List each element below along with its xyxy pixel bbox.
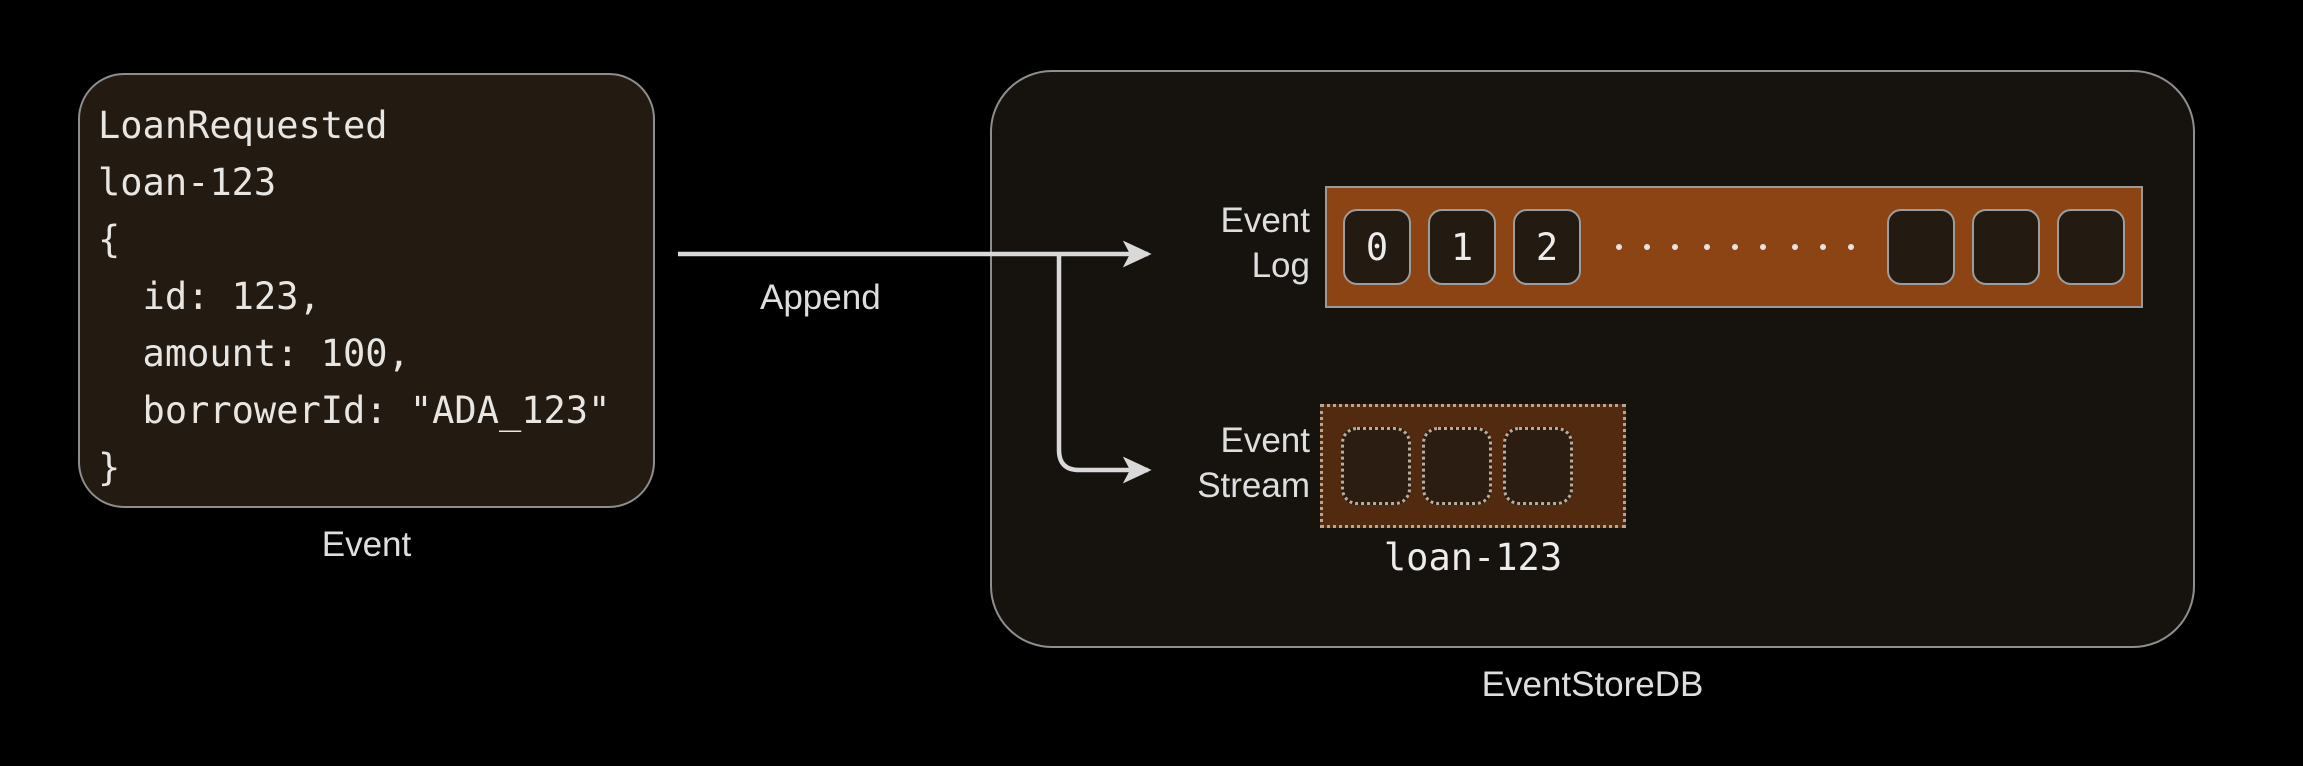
- event-log-label: Event Log: [1220, 201, 1311, 285]
- ellipsis-dot: [1792, 244, 1798, 250]
- event-log-cell-empty[interactable]: [1972, 209, 2040, 285]
- event-stream-cell[interactable]: [1341, 427, 1411, 505]
- event-log-trailing-cells: [1887, 209, 2125, 285]
- ellipsis-dot: [1616, 244, 1622, 250]
- event-payload-code: LoanRequested loan-123 { id: 123, amount…: [98, 104, 611, 489]
- event-stream-box: [1320, 404, 1626, 528]
- event-card-caption: Event: [321, 525, 412, 564]
- ellipsis-dot: [1704, 244, 1710, 250]
- event-log-cell-empty[interactable]: [2057, 209, 2125, 285]
- event-log-cell[interactable]: 0: [1343, 209, 1411, 285]
- event-log-cell-empty[interactable]: [1887, 209, 1955, 285]
- ellipsis-dot: [1732, 244, 1738, 250]
- ellipsis-dot: [1644, 244, 1650, 250]
- ellipsis-dot: [1672, 244, 1678, 250]
- ellipsis-dot: [1848, 244, 1854, 250]
- event-log-cell[interactable]: 2: [1513, 209, 1581, 285]
- event-stream-cell[interactable]: [1503, 427, 1573, 505]
- event-stream-cell[interactable]: [1422, 427, 1492, 505]
- event-stream-label: Event Stream: [1197, 421, 1310, 505]
- ellipsis-group: [1792, 244, 1854, 250]
- event-card: LoanRequested loan-123 { id: 123, amount…: [78, 73, 655, 508]
- ellipsis-dot: [1760, 244, 1766, 250]
- eventstoredb-caption: EventStoreDB: [1481, 665, 1704, 704]
- eventstoredb-container: [990, 70, 2195, 648]
- event-log-ellipsis: [1598, 244, 1887, 250]
- event-stream-caption: loan-123: [1383, 536, 1563, 579]
- ellipsis-group: [1704, 244, 1766, 250]
- ellipsis-group: [1616, 244, 1678, 250]
- event-log-cell[interactable]: 1: [1428, 209, 1496, 285]
- ellipsis-dot: [1820, 244, 1826, 250]
- event-log-band: 0 1 2: [1325, 186, 2143, 308]
- append-label: Append: [760, 278, 881, 317]
